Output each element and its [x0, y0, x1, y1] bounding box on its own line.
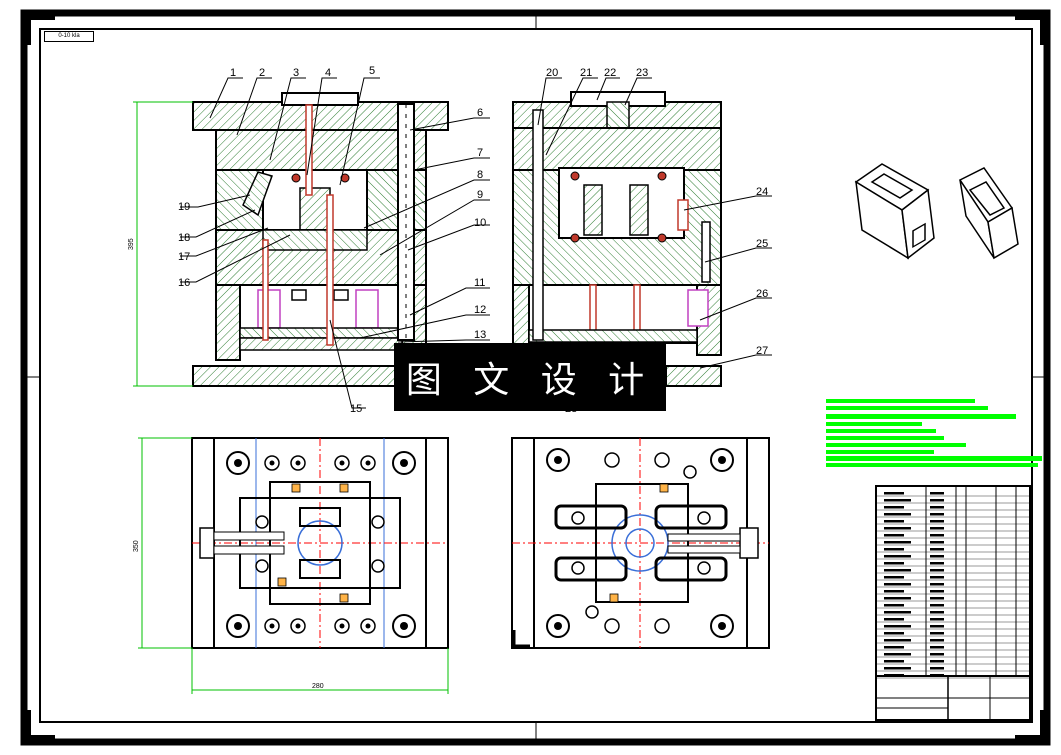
part-label: 25 — [756, 238, 768, 250]
parts-row-text — [884, 646, 904, 649]
parts-row-text — [884, 527, 911, 530]
parts-row-text — [884, 590, 904, 593]
part-label: 17 — [178, 251, 190, 263]
parts-row-text — [884, 632, 904, 635]
part-label: 19 — [178, 201, 190, 213]
parts-row-text — [930, 590, 944, 593]
parts-row-text — [930, 534, 944, 537]
front-height-dimension: 395 — [128, 238, 135, 250]
part-label: 21 — [580, 67, 592, 79]
parts-row-text — [884, 548, 904, 551]
parts-row-text — [884, 492, 904, 495]
parts-row-text — [930, 604, 944, 607]
parts-row-text — [930, 499, 944, 502]
part-label: 20 — [546, 67, 558, 79]
part-label: 8 — [477, 169, 483, 181]
parts-row-text — [930, 611, 944, 614]
part-label: 6 — [477, 107, 483, 119]
parts-row-text — [930, 597, 944, 600]
parts-list-rows — [876, 492, 1030, 679]
part-label: 27 — [756, 345, 768, 357]
parts-row-text — [930, 569, 944, 572]
part-label: 22 — [604, 67, 616, 79]
parts-row-text — [884, 576, 904, 579]
parts-row-text — [930, 492, 944, 495]
parts-row-text — [930, 548, 944, 551]
parts-row-text — [930, 625, 944, 628]
isometric-part-views — [854, 163, 1019, 260]
parts-row-text — [930, 541, 944, 544]
parts-row-text — [884, 541, 911, 544]
part-label: 13 — [474, 329, 486, 341]
parts-row-text — [884, 597, 911, 600]
part-label: 15 — [350, 403, 362, 415]
parts-row-text — [884, 513, 911, 516]
part-label: 12 — [474, 304, 486, 316]
parts-row-text — [930, 632, 944, 635]
parts-row-text — [930, 520, 944, 523]
parts-row-text — [930, 639, 944, 642]
part-labels-right — [537, 77, 772, 369]
part-label: 5 — [369, 65, 375, 77]
parts-row-text — [884, 506, 904, 509]
part-label: 1 — [230, 67, 236, 79]
parts-row-text — [884, 555, 911, 558]
parts-row-text — [884, 625, 911, 628]
plan-width-dimension: 280 — [312, 683, 324, 690]
parts-row-text — [930, 527, 944, 530]
parts-row-text — [930, 660, 944, 663]
parts-row-text — [884, 674, 904, 677]
parts-row-text — [884, 639, 911, 642]
plan-view-right — [511, 437, 770, 649]
parts-row-text — [930, 667, 944, 670]
parts-row-text — [884, 499, 911, 502]
parts-row-text — [930, 576, 944, 579]
parts-row-text — [884, 667, 911, 670]
part-label: 23 — [636, 67, 648, 79]
plan-view-left: 350 280 — [133, 437, 449, 694]
parts-row-text — [930, 653, 944, 656]
parts-row-text — [930, 506, 944, 509]
parts-row-text — [930, 555, 944, 558]
side-section-right — [512, 91, 722, 387]
technical-notes-bars — [826, 399, 1042, 467]
part-label: 9 — [477, 189, 483, 201]
part-label: 3 — [293, 67, 299, 79]
drawing-code-box: 0-10 kla — [44, 31, 94, 42]
parts-row-text — [884, 604, 904, 607]
part-label: 7 — [477, 147, 483, 159]
parts-row-text — [930, 646, 944, 649]
parts-row-text — [884, 569, 911, 572]
part-label: 4 — [325, 67, 331, 79]
parts-row-text — [884, 618, 904, 621]
parts-row-text — [884, 520, 904, 523]
parts-row-text — [930, 618, 944, 621]
watermark-label: 图 文 设 计 — [394, 343, 666, 411]
parts-row-text — [930, 562, 944, 565]
part-label: 26 — [756, 288, 768, 300]
front-section-left: 395 — [128, 92, 449, 387]
part-label: 18 — [178, 232, 190, 244]
parts-row-text — [930, 674, 944, 677]
parts-row-text — [930, 513, 944, 516]
title-block — [875, 485, 1031, 721]
drawing-frame — [20, 9, 1051, 746]
part-label: 2 — [259, 67, 265, 79]
plan-height-dimension: 350 — [133, 540, 140, 552]
parts-row-text — [884, 583, 911, 586]
parts-row-text — [884, 562, 904, 565]
parts-row-text — [884, 611, 911, 614]
parts-row-text — [930, 583, 944, 586]
part-label: 11 — [474, 277, 485, 289]
part-label: 10 — [474, 217, 486, 229]
part-labels-left — [180, 77, 490, 409]
parts-row-text — [884, 653, 911, 656]
part-label: 16 — [178, 277, 190, 289]
parts-row-text — [884, 534, 904, 537]
part-label: 24 — [756, 186, 768, 198]
part-label-texts-left: 1 2 3 4 5 6 7 8 9 10 11 12 13 15 16 17 1… — [178, 65, 486, 415]
parts-row-text — [884, 660, 904, 663]
